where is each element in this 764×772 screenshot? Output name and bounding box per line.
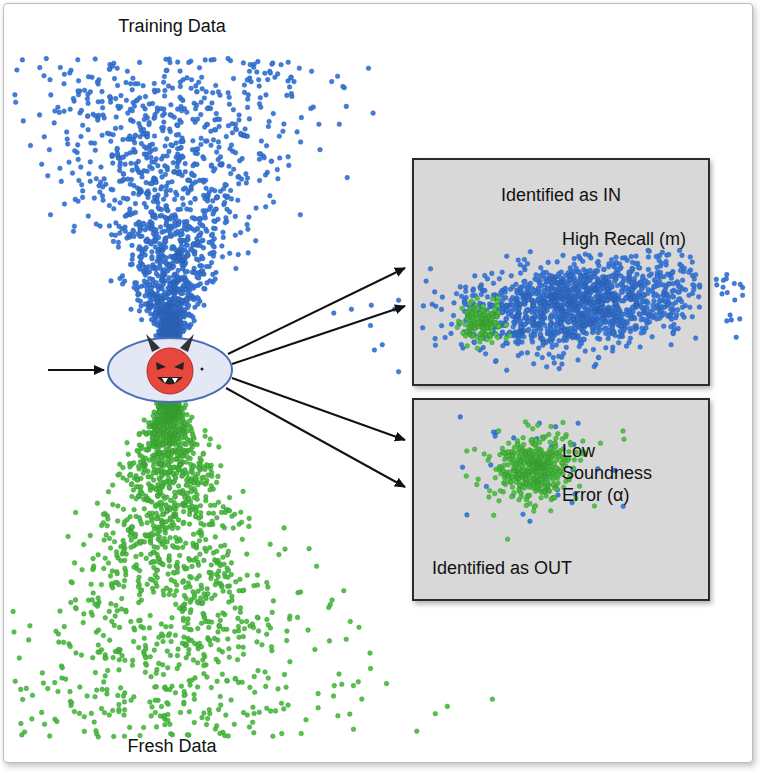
cloud-label: Training Data [72,16,272,37]
fresh-points [11,296,627,740]
devil-teeth [162,378,178,383]
metric-label: Low Soundness Error (α) [562,440,664,506]
training-points [13,56,745,523]
result-box: Identified as IN High Recall (m) [412,158,710,386]
devil-face [147,348,193,394]
adversary-ellipse [108,338,232,402]
input-arrow [48,369,104,371]
output-arrow [226,388,405,487]
metric-label: High Recall (m) [562,228,702,250]
cloud-label: Fresh Data [72,736,272,757]
box-title: Identified as IN [414,184,708,206]
devil-eye [156,362,166,370]
dot-mark [201,368,204,371]
devil-horn [180,334,194,352]
result-box: Low Soundness Error (α) Identified as OUT [412,398,710,601]
devil-mouth [157,377,183,385]
box-title: Identified as OUT [414,557,590,579]
output-arrow [232,378,405,440]
devil-horn [146,334,160,352]
output-arrow [232,306,405,364]
devil-eye [174,362,184,370]
output-arrow [228,268,405,354]
